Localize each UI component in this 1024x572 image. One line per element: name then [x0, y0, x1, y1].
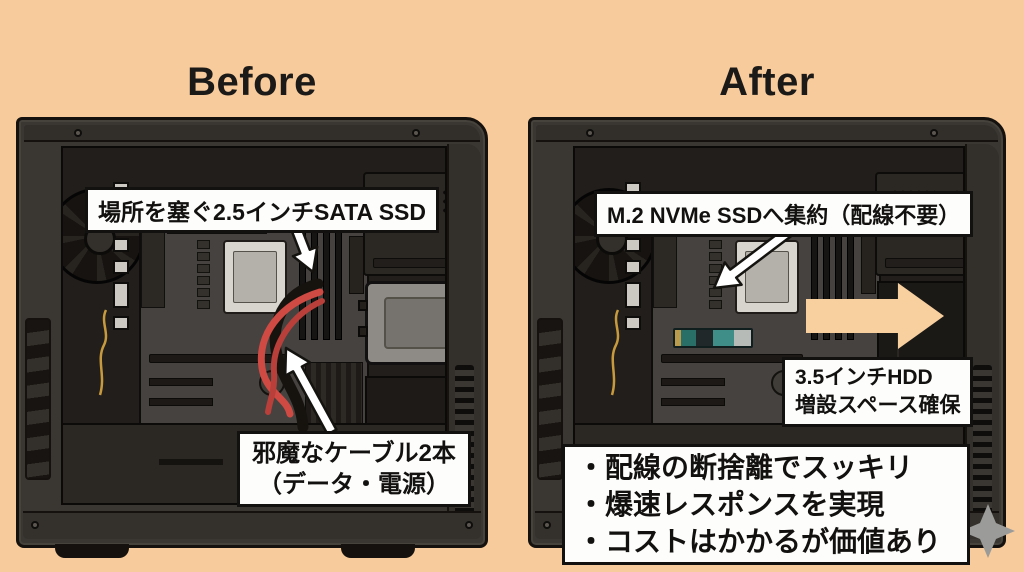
cables-label-line1: 邪魔なケーブル2本	[252, 440, 456, 467]
vrm-chokes	[197, 240, 210, 309]
ram-slots	[811, 230, 854, 340]
screw-icon	[465, 521, 473, 529]
pcie-x1-slot	[149, 398, 213, 406]
cables-label-line2: （データ・電源）	[257, 471, 450, 498]
atx-power-connector	[349, 236, 364, 294]
sata-ssd-2-5inch	[358, 281, 445, 365]
case-foot	[341, 544, 415, 558]
benefits-list: ・配線の断捨離でスッキリ ・爆速レスポンスを実現 ・コストはかかるが価値あり	[562, 444, 970, 565]
screw-icon	[983, 521, 991, 529]
hdd-space-label-line2: 増設スペース確保	[795, 394, 961, 417]
after-heading: After	[719, 60, 815, 104]
pc-case-before-illustration	[16, 117, 488, 558]
case-top-panel	[536, 125, 998, 142]
chipset-heatsink	[305, 362, 363, 424]
case-bottom-panel	[23, 511, 481, 539]
front-panel	[965, 144, 999, 535]
drive-cage-rail	[885, 258, 963, 268]
benefit-item: ・配線の断捨離でスッキリ	[577, 452, 914, 483]
atx-power-connector	[861, 236, 876, 294]
cmos-battery	[259, 370, 285, 396]
benefit-item: ・爆速レスポンスを実現	[577, 489, 885, 520]
cpu-socket	[223, 240, 287, 314]
psu-vent	[159, 459, 223, 465]
vrm-chokes	[709, 240, 722, 309]
front-vents	[973, 365, 992, 517]
rear-expansion-slots	[25, 318, 51, 480]
cpu-socket	[735, 240, 799, 314]
motherboard	[139, 206, 369, 441]
benefit-item: ・コストはかかるが価値あり	[577, 526, 942, 557]
before-heading: Before	[187, 60, 317, 104]
case-foot	[55, 544, 129, 558]
pcie-x1-slot	[149, 378, 213, 386]
vent-holes	[441, 188, 445, 214]
pcie-x16-slot	[149, 354, 291, 363]
screw-icon	[31, 521, 39, 529]
screw-icon	[74, 129, 82, 137]
rear-expansion-slots	[537, 318, 563, 480]
sata-ssd-label: 場所を塞ぐ2.5インチSATA SSD	[85, 187, 439, 233]
hdd-space-label-line1: 3.5インチHDD	[795, 366, 933, 389]
cables-label: 邪魔なケーブル2本 （データ・電源）	[237, 431, 471, 507]
sata-power-port	[358, 326, 368, 337]
ram-slots	[299, 230, 342, 340]
screw-icon	[586, 129, 594, 137]
m2-nvme-ssd	[673, 328, 753, 348]
screw-icon	[412, 129, 420, 137]
pcie-x1-slot	[661, 378, 725, 386]
screw-icon	[930, 129, 938, 137]
pcie-x1-slot	[661, 398, 725, 406]
drive-cage-rail	[373, 258, 445, 268]
screw-icon	[543, 521, 551, 529]
hdd-space-label: 3.5インチHDD 増設スペース確保	[782, 357, 974, 427]
case-top-panel	[24, 125, 480, 142]
sata-data-port	[358, 300, 368, 311]
m2-ssd-label: M.2 NVMe SSDへ集約（配線不要）	[594, 191, 974, 237]
